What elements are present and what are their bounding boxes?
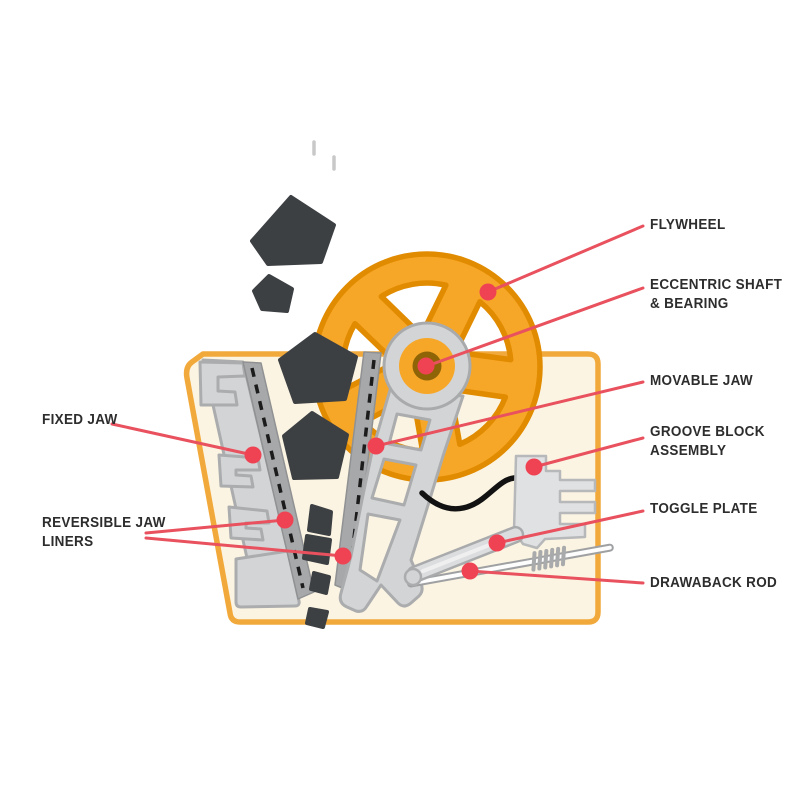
label-jaw-liners: REVERSIBLE JAW LINERS: [42, 515, 166, 551]
rock-crushed-1: [307, 504, 333, 536]
rock-crushed-2: [302, 534, 332, 565]
movable-jaw: [338, 388, 465, 613]
callout-dot-drawaback: [461, 562, 479, 580]
callout-line-groove: [532, 436, 645, 469]
callout-line-movable: [374, 380, 645, 448]
callout-line-liners-b: [144, 536, 345, 558]
callout-lines: [110, 224, 645, 585]
callout-dot-flywheel: [479, 283, 497, 301]
callout-dot-movable: [367, 437, 385, 455]
callout-dots: [244, 283, 543, 580]
label-fixed-jaw: FIXED JAW: [42, 412, 118, 428]
rock-chamber-lower: [282, 411, 349, 480]
rock-small-top: [252, 274, 294, 313]
fixed-jaw-hook-low: [227, 505, 271, 542]
label-movable-jaw: MOVABLE JAW: [650, 373, 753, 389]
rock-large-top: [250, 195, 336, 266]
callout-dot-groove: [525, 458, 543, 476]
callout-line-toggle: [495, 509, 645, 545]
callout-dot-liners-a: [276, 511, 294, 529]
fixed-jaw-hook-mid: [217, 453, 262, 489]
callout-line-eccentric: [425, 286, 645, 368]
callout-dot-liners-b: [334, 547, 352, 565]
label-flywheel: FLYWHEEL: [650, 217, 726, 233]
motion-dashes: [312, 140, 336, 171]
label-eccentric-shaft: ECCENTRIC SHAFT & BEARING: [650, 277, 783, 313]
toggle-joint: [403, 567, 423, 587]
rock-crushed-3: [309, 571, 331, 595]
movable-jaw-liner-dashes: [347, 359, 376, 584]
callout-line-liners-a: [144, 518, 287, 535]
callout-line-drawaback: [468, 569, 645, 585]
drawaback-rod: [406, 543, 614, 588]
callout-dot-fixed: [244, 446, 262, 464]
rock-crushed-4: [305, 607, 329, 629]
cable: [419, 475, 517, 512]
callout-line-fixed: [110, 422, 255, 457]
rocks: [250, 195, 358, 629]
fixed-jaw-foot: [234, 549, 301, 609]
callout-line-flywheel: [486, 224, 645, 294]
label-drawaback-rod: DRAWABACK ROD: [650, 575, 778, 591]
callout-dot-eccentric: [417, 357, 435, 375]
rod-spring: [531, 545, 567, 572]
label-toggle-plate: TOGGLE PLATE: [650, 501, 758, 517]
callout-dot-toggle: [488, 534, 506, 552]
label-groove-block: GROOVE BLOCK ASSEMBLY: [650, 424, 765, 460]
rock-chamber-upper: [278, 332, 358, 404]
fixed-jaw: [198, 358, 315, 609]
